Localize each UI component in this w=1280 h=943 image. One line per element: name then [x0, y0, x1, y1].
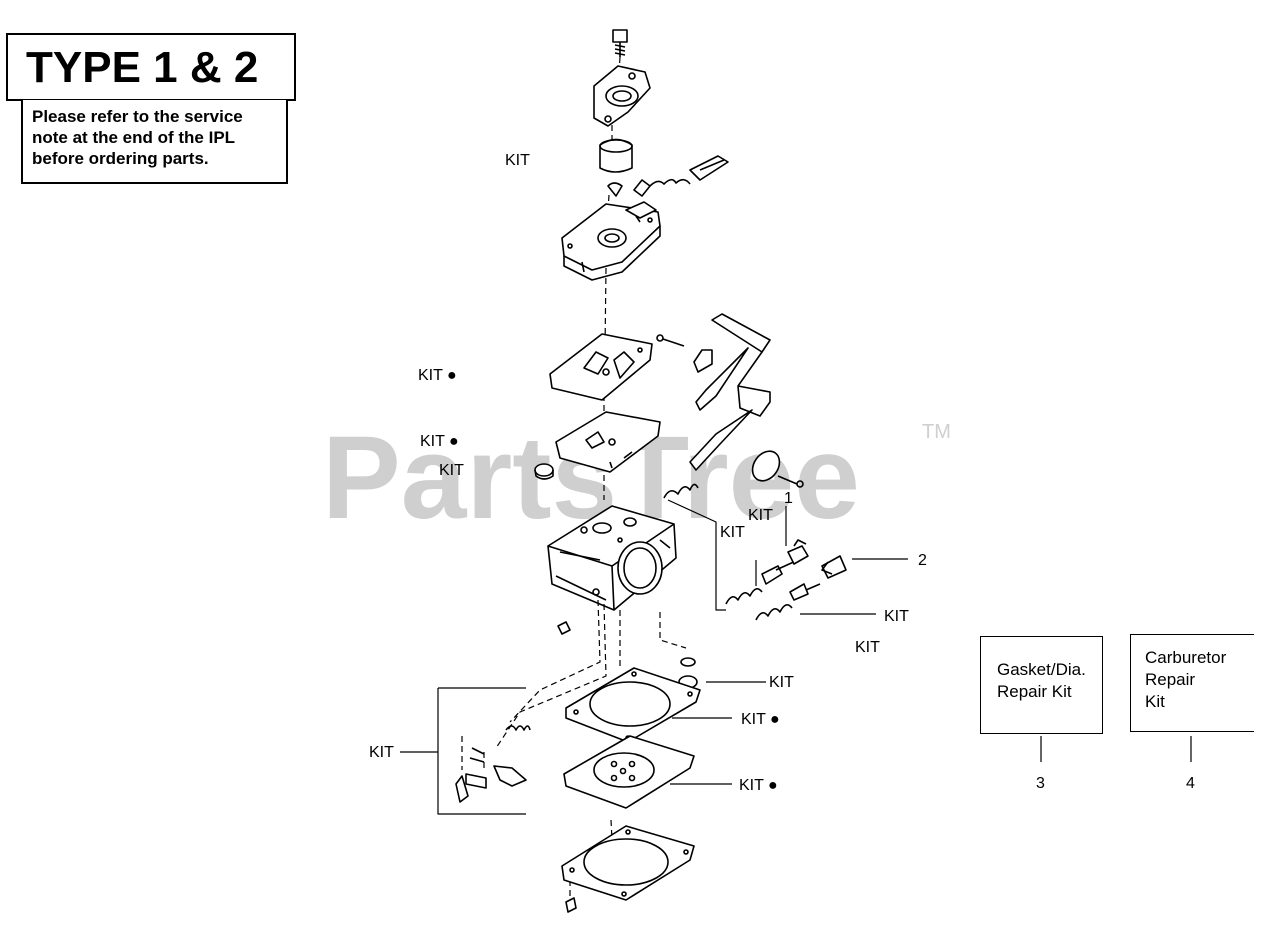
carburetor-kit-legend-text: Carburetor Repair Kit	[1145, 648, 1227, 711]
shaft-spring-part	[663, 483, 699, 499]
top-screw-part	[612, 29, 628, 57]
needle-screw-part	[633, 155, 729, 197]
fuel-passage-lines	[461, 599, 607, 770]
choke-shaft-part	[689, 385, 804, 488]
inlet-seal-part	[534, 463, 554, 480]
gasket-kit-legend-text: Gasket/Dia. Repair Kit	[997, 660, 1086, 701]
kit-label-high-spring: KIT	[720, 524, 745, 541]
watermark-trademark: TM	[922, 421, 951, 443]
kit-label-filter: KIT	[505, 152, 530, 169]
cover-screw-part	[565, 897, 577, 913]
gasket-kit-legend-box: Gasket/Dia. Repair Kit	[980, 636, 1103, 734]
limiter-cap-2-part	[821, 555, 847, 579]
kit-label-pump-diaphragm: KIT ●	[420, 433, 459, 450]
service-note: Please refer to the service note at the …	[32, 107, 243, 168]
high-speed-needle-part	[725, 559, 799, 605]
kit-label-inlet-seal: KIT	[439, 462, 464, 479]
legend-number-4: 4	[1186, 775, 1195, 792]
low-speed-needle-part	[755, 583, 821, 621]
kit-label-screen: KIT	[769, 674, 794, 691]
flange-plate-part	[593, 65, 651, 127]
legend-number-3: 3	[1036, 775, 1045, 792]
check-valve-part	[607, 182, 623, 197]
kit-label-metering-gasket: KIT ●	[741, 711, 780, 728]
carburetor-body-part	[547, 505, 677, 611]
metering-gasket-part	[565, 667, 701, 743]
pump-diaphragm-part	[555, 411, 661, 473]
metering-cover-part	[561, 825, 695, 901]
type-label: TYPE 1 & 2	[26, 43, 259, 92]
kit-label-high-needle: KIT	[748, 507, 773, 524]
kit-label-welch: KIT	[855, 639, 880, 656]
service-note-box: Please refer to the service note at the …	[21, 100, 288, 184]
carburetor-kit-legend-box: Carburetor Repair Kit	[1130, 634, 1254, 732]
type-label-box: TYPE 1 & 2	[6, 33, 296, 101]
kit-label-metering-diaphragm: KIT ●	[739, 777, 778, 794]
kit-label-low-needle: KIT	[884, 608, 909, 625]
welch-plug-part	[680, 657, 696, 667]
pump-cover-part	[561, 201, 661, 281]
metering-diaphragm-part	[563, 735, 695, 809]
kit-label-inlet-lever: KIT	[369, 744, 394, 761]
kit-label-pump-gasket: KIT ●	[418, 367, 457, 384]
leader-lines	[400, 499, 1192, 815]
inlet-lever-parts	[455, 725, 531, 803]
item-number-2: 2	[918, 552, 927, 569]
body-screw-part	[557, 621, 571, 635]
filter-cup-part	[599, 138, 633, 173]
item-number-1: 1	[784, 490, 793, 507]
throttle-shaft-part	[656, 313, 771, 411]
limiter-cap-1-part	[787, 539, 809, 565]
pump-gasket-part	[549, 333, 653, 401]
